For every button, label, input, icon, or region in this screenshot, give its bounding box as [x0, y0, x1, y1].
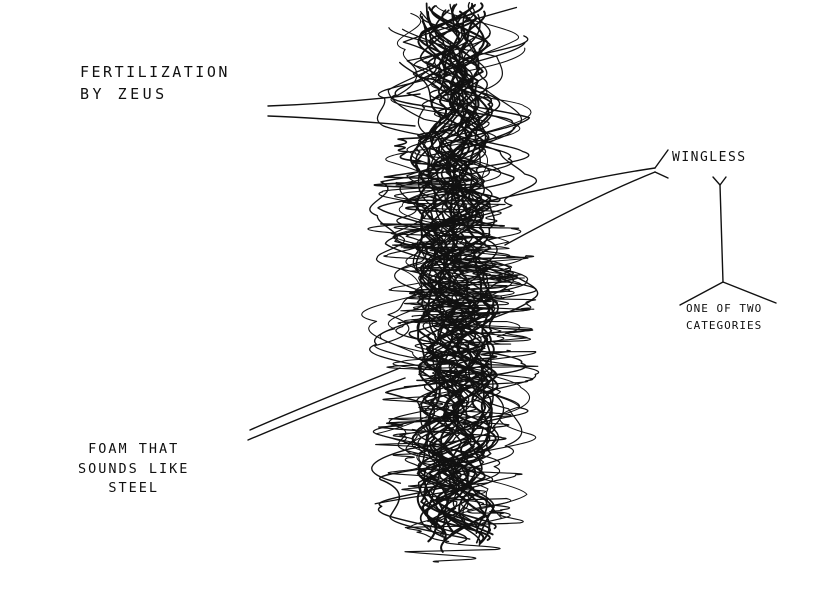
wingless-connector [469, 167, 656, 206]
fertilization-label: FERTILIZATION BY ZEUS [80, 62, 230, 106]
scribble-strand [373, 129, 505, 227]
wingless-connector-lower [504, 171, 656, 246]
wingless-fork-upper [654, 149, 669, 169]
scribble-strand [379, 4, 531, 519]
scribble-strand [404, 288, 539, 389]
fertilization-connector-lower [267, 115, 416, 127]
wingless-label: WINGLESS [672, 149, 747, 168]
foam-label: FOAM THAT SOUNDS LIKE STEEL [78, 440, 189, 499]
categories-label-line-1: ONE OF TWO [686, 302, 763, 315]
categories-label: ONE OF TWO CATEGORIES [686, 301, 762, 334]
scribble-strand [394, 151, 513, 270]
foam-connector-lower [249, 367, 401, 431]
scribble-strand [388, 27, 529, 534]
scribble-strand [401, 466, 523, 563]
scribble-strand [378, 181, 522, 292]
scribble-strand [375, 355, 512, 448]
scribble-strand [400, 246, 537, 318]
category-bracket-left [679, 281, 724, 306]
foam-label-line-1: FOAM THAT [88, 441, 180, 457]
scribble-strand [376, 33, 540, 493]
fertilization-label-line-2: BY ZEUS [80, 84, 168, 103]
category-bracket-stem [719, 184, 724, 283]
connector-lines [247, 93, 777, 441]
scribble-strand [417, 13, 493, 546]
scribble-strand [392, 266, 521, 374]
scribble-strand [387, 428, 524, 526]
fertilization-label-line-1: FERTILIZATION [80, 63, 230, 81]
fertilization-connector [267, 93, 421, 107]
wingless-label-line-1: WINGLESS [672, 150, 747, 165]
tangled-scribble-column [361, 1, 540, 563]
scribble-strand [412, 16, 490, 530]
scribble-strand [372, 28, 501, 498]
categories-label-line-2: CATEGORIES [686, 318, 763, 332]
category-bracket-right [722, 281, 777, 304]
wingless-fork-lower [654, 171, 669, 179]
category-bracket-top [712, 176, 727, 187]
foam-connector [247, 377, 406, 441]
scribble-strand [416, 15, 493, 527]
foam-label-line-3: STEEL [108, 480, 160, 497]
foam-label-line-2: SOUNDS LIKE [78, 460, 190, 477]
